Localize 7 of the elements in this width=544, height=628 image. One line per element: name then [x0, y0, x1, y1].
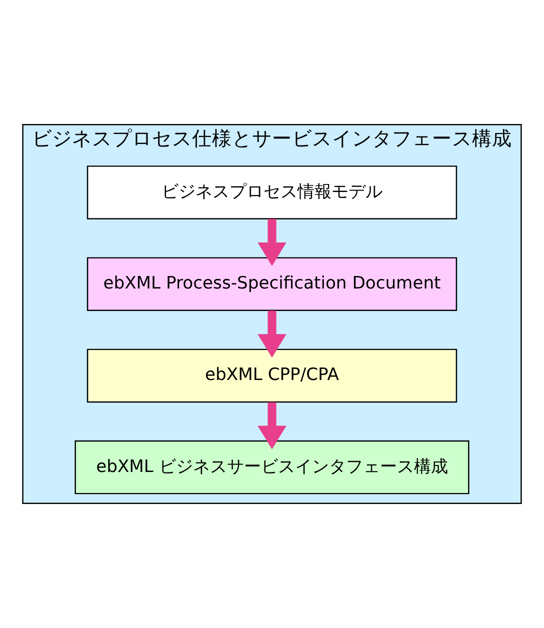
node-box: ebXML ビジネスサービスインタフェース構成	[74, 440, 470, 494]
node-box: ebXML CPP/CPA	[86, 348, 458, 403]
node-box: ビジネスプロセス情報モデル	[86, 166, 458, 220]
arrow	[258, 218, 286, 266]
arrow	[258, 402, 286, 450]
arrow	[258, 310, 286, 358]
node-box: ebXML Process-Specification Document	[86, 257, 458, 311]
